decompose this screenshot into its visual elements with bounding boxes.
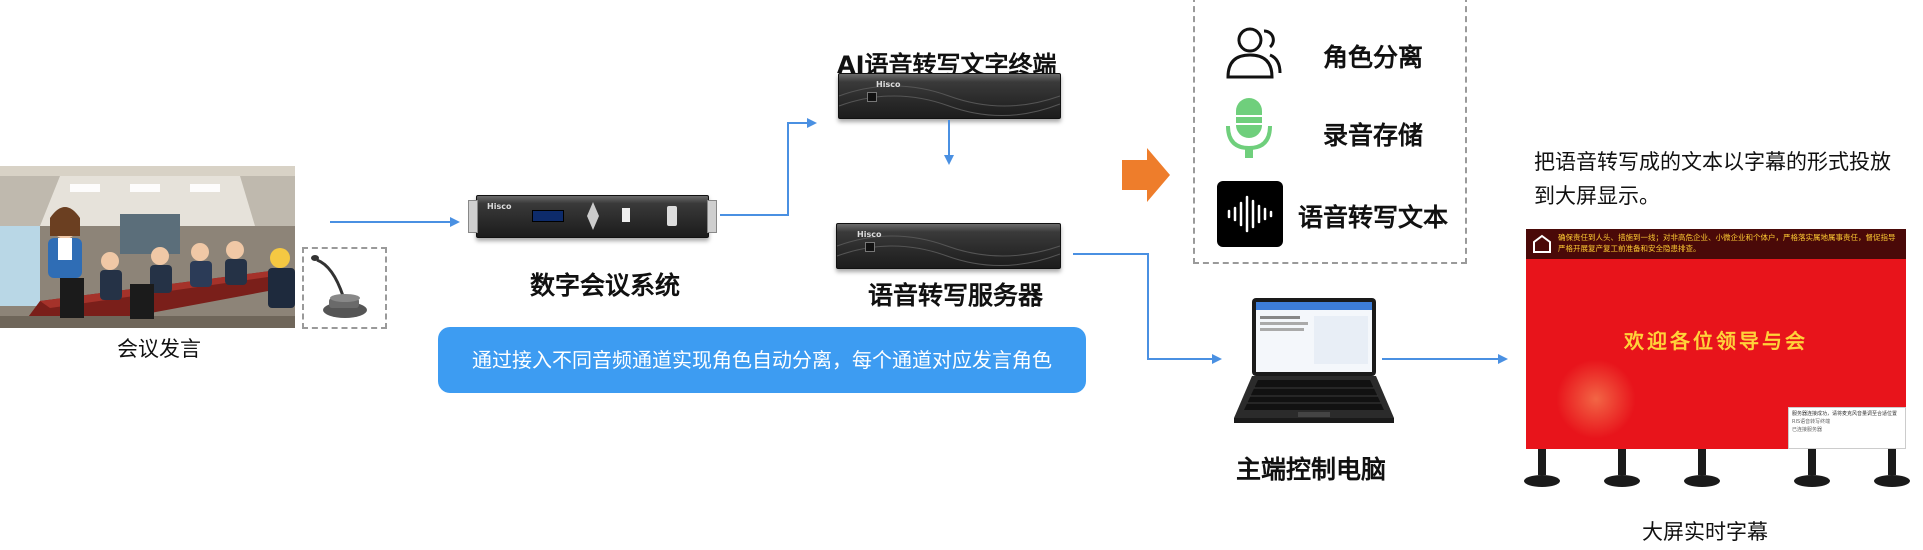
device-brand-label: Hisco bbox=[876, 80, 901, 89]
orange-arrow-icon bbox=[1122, 148, 1170, 202]
pc-label: 主端控制电脑 bbox=[1236, 455, 1387, 484]
waveform-icon bbox=[1217, 181, 1283, 247]
microphone-box bbox=[302, 247, 387, 329]
device-brand-label: Hisco bbox=[487, 202, 512, 211]
user-group-icon bbox=[1226, 27, 1282, 79]
big-screen: 确保责任到人头、措施到一线；对非高危企业、小微企业和个体户，严格落实属地属事责任… bbox=[1526, 229, 1906, 449]
meeting-label: 会议发言 bbox=[117, 337, 201, 361]
screen-welcome-text: 欢迎各位领导与会 bbox=[1624, 329, 1808, 353]
device-brand-label: Hisco bbox=[857, 230, 882, 239]
digital-conference-unit: Hisco bbox=[468, 195, 717, 238]
digital-system-label: 数字会议系统 bbox=[530, 271, 681, 300]
server-label: 语音转写服务器 bbox=[868, 281, 1044, 310]
ai-terminal-unit: Hisco bbox=[838, 73, 1061, 119]
channel-info-banner: 通过接入不同音频通道实现角色自动分离，每个通道对应发言角色 bbox=[438, 327, 1086, 393]
logo-icon bbox=[1533, 234, 1551, 253]
feature-speech-to-text: 语音转写文本 bbox=[1298, 203, 1449, 232]
screen-banner-text: 确保责任到人头、措施到一线；对非高危企业、小微企业和个体户，严格落实属地属事责任… bbox=[1558, 233, 1896, 253]
screen-popup: 服务器连接成功，请将麦克风音量调至合适位置 RIS语音转写终端 已连接服务器 bbox=[1788, 407, 1906, 449]
screen-label: 大屏实时字幕 bbox=[1642, 520, 1768, 544]
screen-description: 把语音转写成的文本以字幕的形式投放到大屏显示。 bbox=[1534, 150, 1891, 208]
speech-server-unit: Hisco bbox=[836, 223, 1061, 269]
laptop-screen bbox=[1252, 298, 1376, 376]
meeting-photo bbox=[0, 166, 295, 328]
feature-recording-storage: 录音存储 bbox=[1323, 121, 1424, 150]
features-box bbox=[1193, 0, 1467, 264]
screen-stand bbox=[1524, 449, 1910, 487]
arrow-system-to-terminal bbox=[720, 118, 817, 216]
feature-role-separation: 角色分离 bbox=[1323, 43, 1424, 72]
microphone-icon bbox=[1226, 98, 1272, 158]
gooseneck-microphone-icon bbox=[311, 255, 367, 318]
arrow-server-to-pc bbox=[1073, 253, 1222, 364]
laptop-base bbox=[1234, 376, 1394, 423]
